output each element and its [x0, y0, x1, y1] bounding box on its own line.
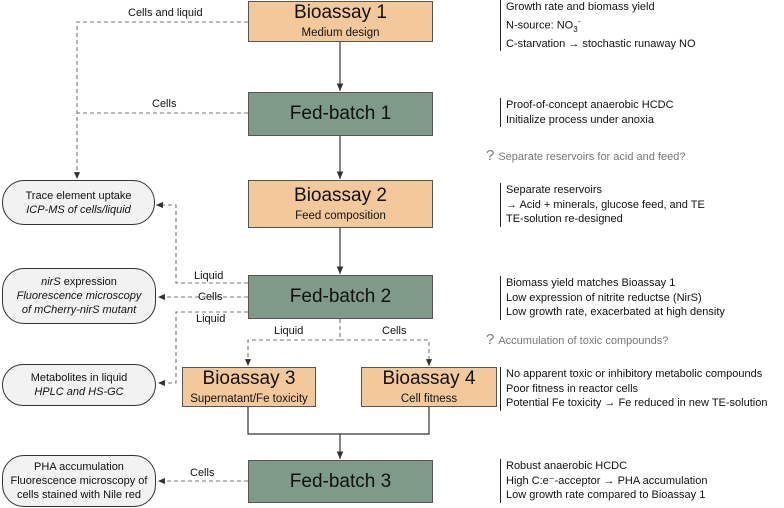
- nirs-method-line1: Fluorescence microscopy: [16, 290, 142, 302]
- bioassay-3-box: Bioassay 3 Supernatant/Fe toxicity: [182, 367, 316, 407]
- bioassay-3-subtitle: Supernatant/Fe toxicity: [190, 392, 308, 405]
- fed-batch-3-title: Fed-batch 3: [289, 470, 392, 492]
- notes-fed-batch-1: Proof-of-concept anaerobic HCDC Initiali…: [500, 98, 674, 127]
- note-line: High C:e⁻-acceptor → PHA accumulation: [506, 474, 708, 487]
- pha-method-line1: Fluorescence microscopy of: [10, 475, 148, 487]
- trace-element-method: ICP-MS of cells/liquid: [26, 203, 131, 216]
- label-liquid-fb2-bottom: Liquid: [196, 313, 226, 325]
- note-line: Low expression of nitrite reductse (NirS…: [506, 291, 702, 304]
- fed-batch-2-title: Fed-batch 2: [289, 286, 392, 307]
- label-cells-and-liquid: Cells and liquid: [128, 7, 203, 19]
- question-mark-icon: ?: [486, 331, 495, 348]
- metabolites-method: HPLC and HS-GC: [34, 386, 124, 398]
- note-line: Biomass yield matches Bioassay 1: [506, 277, 676, 289]
- merge-lines: [247, 407, 430, 435]
- notes-bioassay-2: Separate reservoirs → Acid + minerals, g…: [500, 183, 705, 227]
- bioassay-2-subtitle: Feed composition: [295, 209, 386, 222]
- bioassay-1-subtitle: Medium design: [301, 27, 380, 39]
- bioassay-2-box: Bioassay 2 Feed composition: [248, 180, 433, 228]
- note-line: Growth rate and biomass yield: [506, 1, 655, 13]
- label-liquid-branch: Liquid: [274, 325, 304, 337]
- bioassay-4-subtitle: Cell fitness: [400, 392, 458, 405]
- notes-bioassay-3-4: No apparent toxic or inhibitory metaboli…: [500, 367, 767, 411]
- note-line: Potential Fe toxicity → Fe reduced in ne…: [506, 397, 768, 409]
- label-cells-fb1: Cells: [152, 98, 177, 110]
- dashed-liquid-top: [156, 201, 248, 284]
- bioassay-1-title: Bioassay 1: [294, 2, 387, 23]
- trace-element-title: Trace element uptake: [25, 189, 132, 202]
- fed-batch-1-box: Fed-batch 1: [248, 92, 433, 136]
- label-cells-branch: Cells: [382, 325, 407, 337]
- label-cells-fb2: Cells: [198, 291, 223, 303]
- notes-bioassay-1: Growth rate and biomass yield N-source: …: [500, 0, 696, 52]
- note-line: Low growth rate compared to Bioassay 1: [506, 489, 706, 501]
- nirs-method-line2: of mCherry-nirS mutant: [21, 304, 137, 316]
- pha-method-line2: cells stained with Nile red: [16, 489, 142, 501]
- nirs-gene-name: nirS: [41, 276, 61, 288]
- notes-fed-batch-2: Biomass yield matches Bioassay 1 Low exp…: [500, 276, 725, 320]
- nirs-expression-word: expression: [60, 276, 117, 288]
- dashed-liquid-bottom: [158, 311, 248, 387]
- bioassay-4-box: Bioassay 4 Cell fitness: [361, 367, 497, 407]
- note-line: Robust anaerobic HCDC: [506, 460, 628, 472]
- question-mark-icon: ?: [486, 147, 495, 164]
- label-cells-fb3: Cells: [190, 467, 215, 479]
- bioassay-4-title: Bioassay 4: [382, 367, 476, 389]
- bioassay-1-box: Bioassay 1 Medium design: [248, 1, 433, 42]
- fed-batch-3-box: Fed-batch 3: [248, 460, 433, 503]
- pha-accumulation-analysis-box: PHA accumulation Fluorescence microscopy…: [2, 455, 156, 507]
- fed-batch-1-title: Fed-batch 1: [289, 103, 392, 124]
- metabolites-title: Metabolites in liquid: [30, 372, 128, 384]
- note-line-nsource: N-source: NO3-: [506, 16, 581, 34]
- note-line: Initialize process under anoxia: [506, 113, 654, 126]
- note-line: → Acid + minerals, glucose feed, and TE: [506, 198, 705, 211]
- note-line: Low growth rate, exacerbated at high den…: [506, 306, 725, 318]
- bioassay-3-title: Bioassay 3: [202, 367, 296, 389]
- dashed-branch-right: [340, 339, 433, 366]
- dashed-cells-liquid: [73, 21, 248, 179]
- note-line: TE-solution re-designed: [506, 213, 623, 225]
- note-line: Poor fitness in reactor cells: [506, 382, 639, 395]
- note-line: Proof-of-concept anaerobic HCDC: [506, 99, 674, 111]
- question-toxic-compounds: ?Accumulation of toxic compounds?: [486, 331, 669, 348]
- pha-title: PHA accumulation: [34, 461, 124, 473]
- label-liquid-fb2-top: Liquid: [194, 270, 224, 282]
- trace-element-analysis-box: Trace element uptake ICP-MS of cells/liq…: [2, 180, 155, 225]
- notes-fed-batch-3: Robust anaerobic HCDC High C:e⁻-acceptor…: [500, 459, 707, 503]
- question-separate-reservoirs: ?Separate reservoirs for acid and feed?: [486, 147, 686, 164]
- nirs-expression-analysis-box: nirS expression Fluorescence microscopy …: [2, 268, 156, 324]
- nirs-expression-title: nirS expression: [41, 275, 117, 289]
- metabolites-analysis-box: Metabolites in liquid HPLC and HS-GC: [2, 364, 156, 406]
- note-line: C-starvation → stochastic runaway NO: [506, 37, 696, 50]
- note-line: No apparent toxic or inhibitory metaboli…: [506, 368, 763, 380]
- bioassay-2-title: Bioassay 2: [294, 184, 387, 206]
- note-line: Separate reservoirs: [506, 184, 602, 196]
- fed-batch-2-box: Fed-batch 2: [248, 275, 433, 319]
- dashed-branch: [244, 319, 341, 366]
